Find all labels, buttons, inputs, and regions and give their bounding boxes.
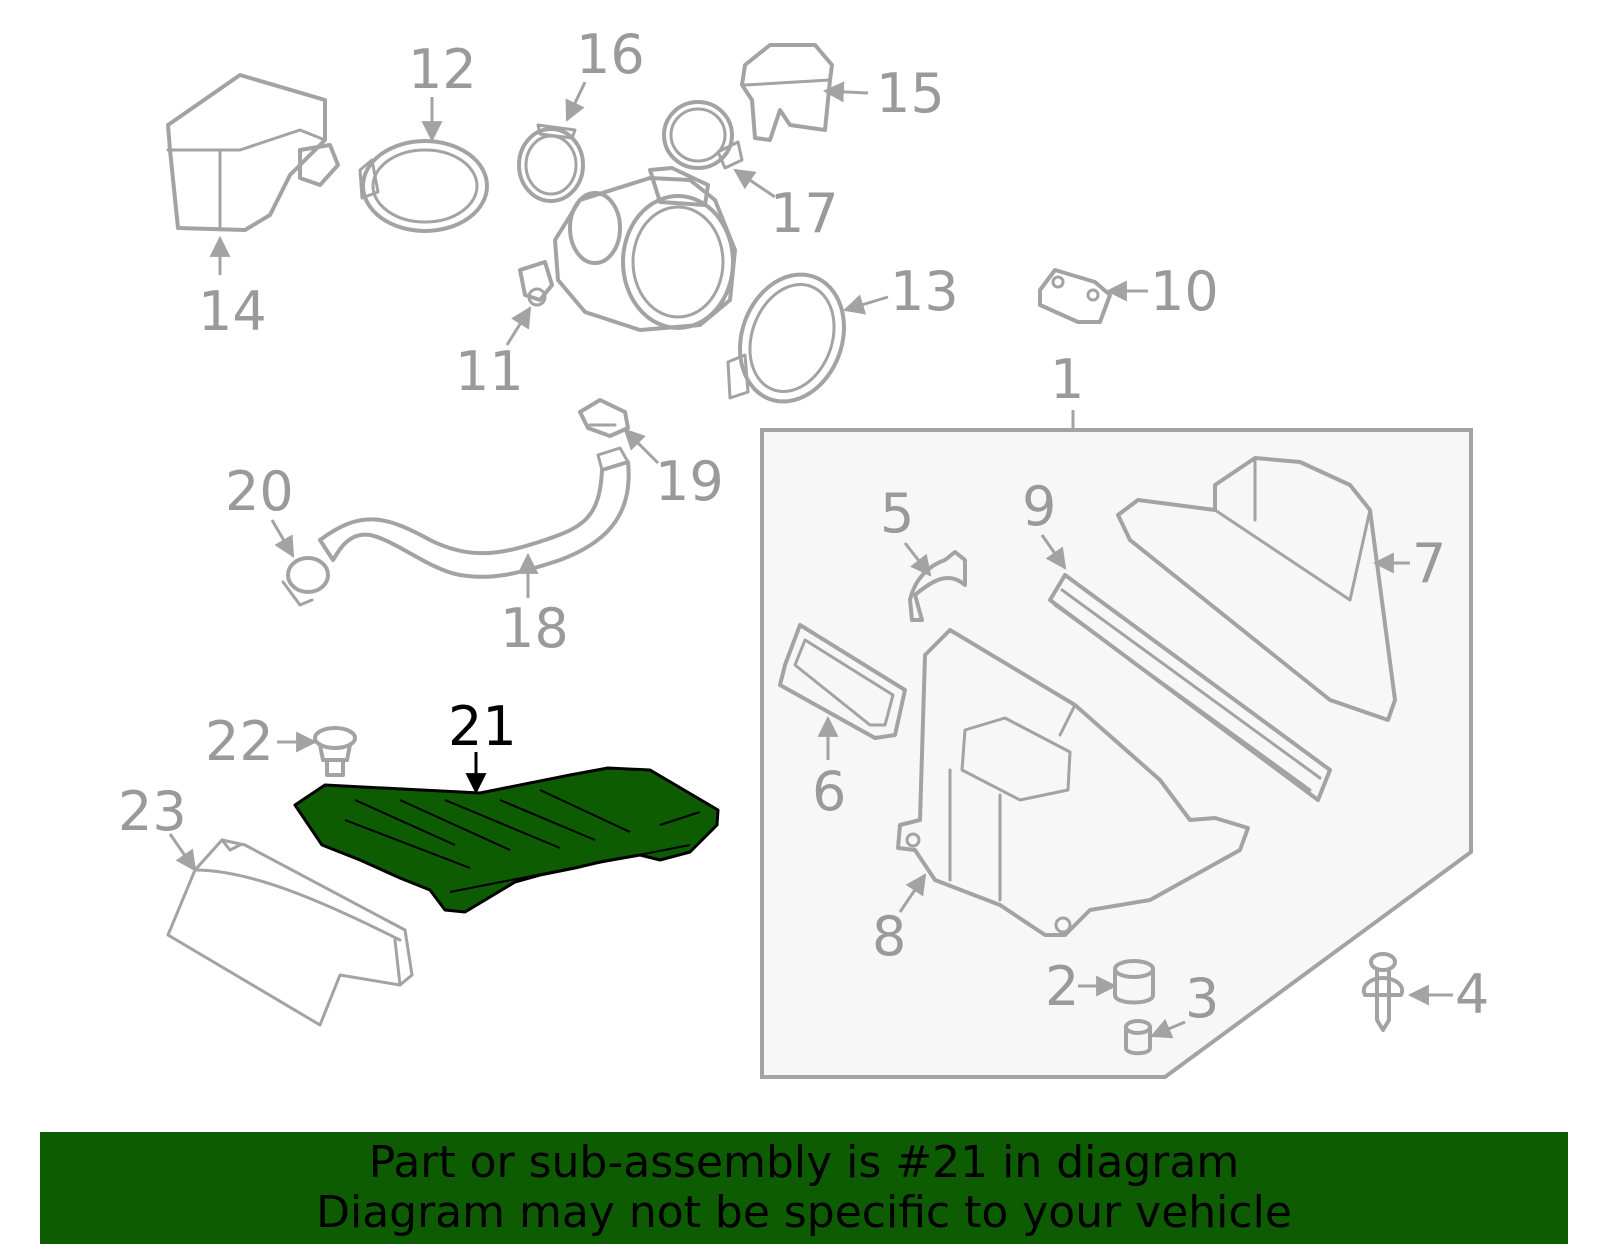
part-12-clamp <box>358 139 489 233</box>
banner-line-2: Diagram may not be specific to your vehi… <box>316 1187 1292 1238</box>
assembly-box <box>760 428 1473 1079</box>
callout-8: 8 <box>872 905 906 968</box>
part-21-body[interactable] <box>293 766 720 914</box>
callout-23: 23 <box>118 780 187 843</box>
callout-21[interactable]: 21 <box>448 695 517 758</box>
callout-3: 3 <box>1185 967 1219 1030</box>
part-22-push-clip <box>313 726 357 777</box>
callout-7: 7 <box>1412 532 1446 595</box>
leader-lines <box>168 81 1453 1039</box>
callout-22: 22 <box>205 710 274 773</box>
part-23-cover <box>166 838 414 1027</box>
part-10-bracket <box>1038 268 1112 324</box>
callout-12: 12 <box>408 38 477 101</box>
part-9-filter-element <box>1048 573 1332 802</box>
part-6-gasket <box>778 623 907 740</box>
part-5-clip <box>908 550 967 622</box>
callout-15: 15 <box>876 62 945 125</box>
info-banner: Part or sub-assembly is #21 in diagram D… <box>40 1132 1568 1244</box>
callout-19: 19 <box>655 450 724 513</box>
banner-line-1: Part or sub-assembly is #21 in diagram <box>368 1137 1240 1188</box>
callout-6: 6 <box>812 760 846 823</box>
callout-13: 13 <box>890 260 959 323</box>
part-13-clamp <box>726 272 846 404</box>
part-14-intake-duct <box>166 73 340 232</box>
part-11-air-flow-housing <box>518 166 737 332</box>
part-4-push-pin <box>1361 952 1405 1032</box>
callout-1: 1 <box>1050 348 1084 411</box>
callout-14: 14 <box>198 280 267 343</box>
part-19-clamp <box>578 398 630 438</box>
callout-4: 4 <box>1455 963 1489 1026</box>
part-8-lower-housing <box>896 628 1250 937</box>
part-21-air-duct-highlighted[interactable] <box>293 766 720 914</box>
callout-labels: 1 2 3 4 5 6 7 8 9 10 11 12 13 14 15 16 1… <box>118 23 1489 1030</box>
callout-2: 2 <box>1045 955 1079 1018</box>
callout-5: 5 <box>880 482 914 545</box>
part-17-clamp <box>662 100 744 170</box>
callout-10: 10 <box>1150 260 1219 323</box>
callout-18: 18 <box>500 597 569 660</box>
part-20-clamp <box>281 556 330 607</box>
part-15-resonator <box>740 43 834 142</box>
callout-16: 16 <box>576 23 645 86</box>
part-18-hose <box>318 446 631 579</box>
part-7-upper-housing <box>1116 456 1397 722</box>
callout-9: 9 <box>1022 475 1056 538</box>
callout-17: 17 <box>770 182 839 245</box>
part-3-bushing <box>1124 1019 1152 1056</box>
part-16-clamp <box>517 123 585 203</box>
callout-20: 20 <box>225 460 294 523</box>
callout-11: 11 <box>455 340 524 403</box>
